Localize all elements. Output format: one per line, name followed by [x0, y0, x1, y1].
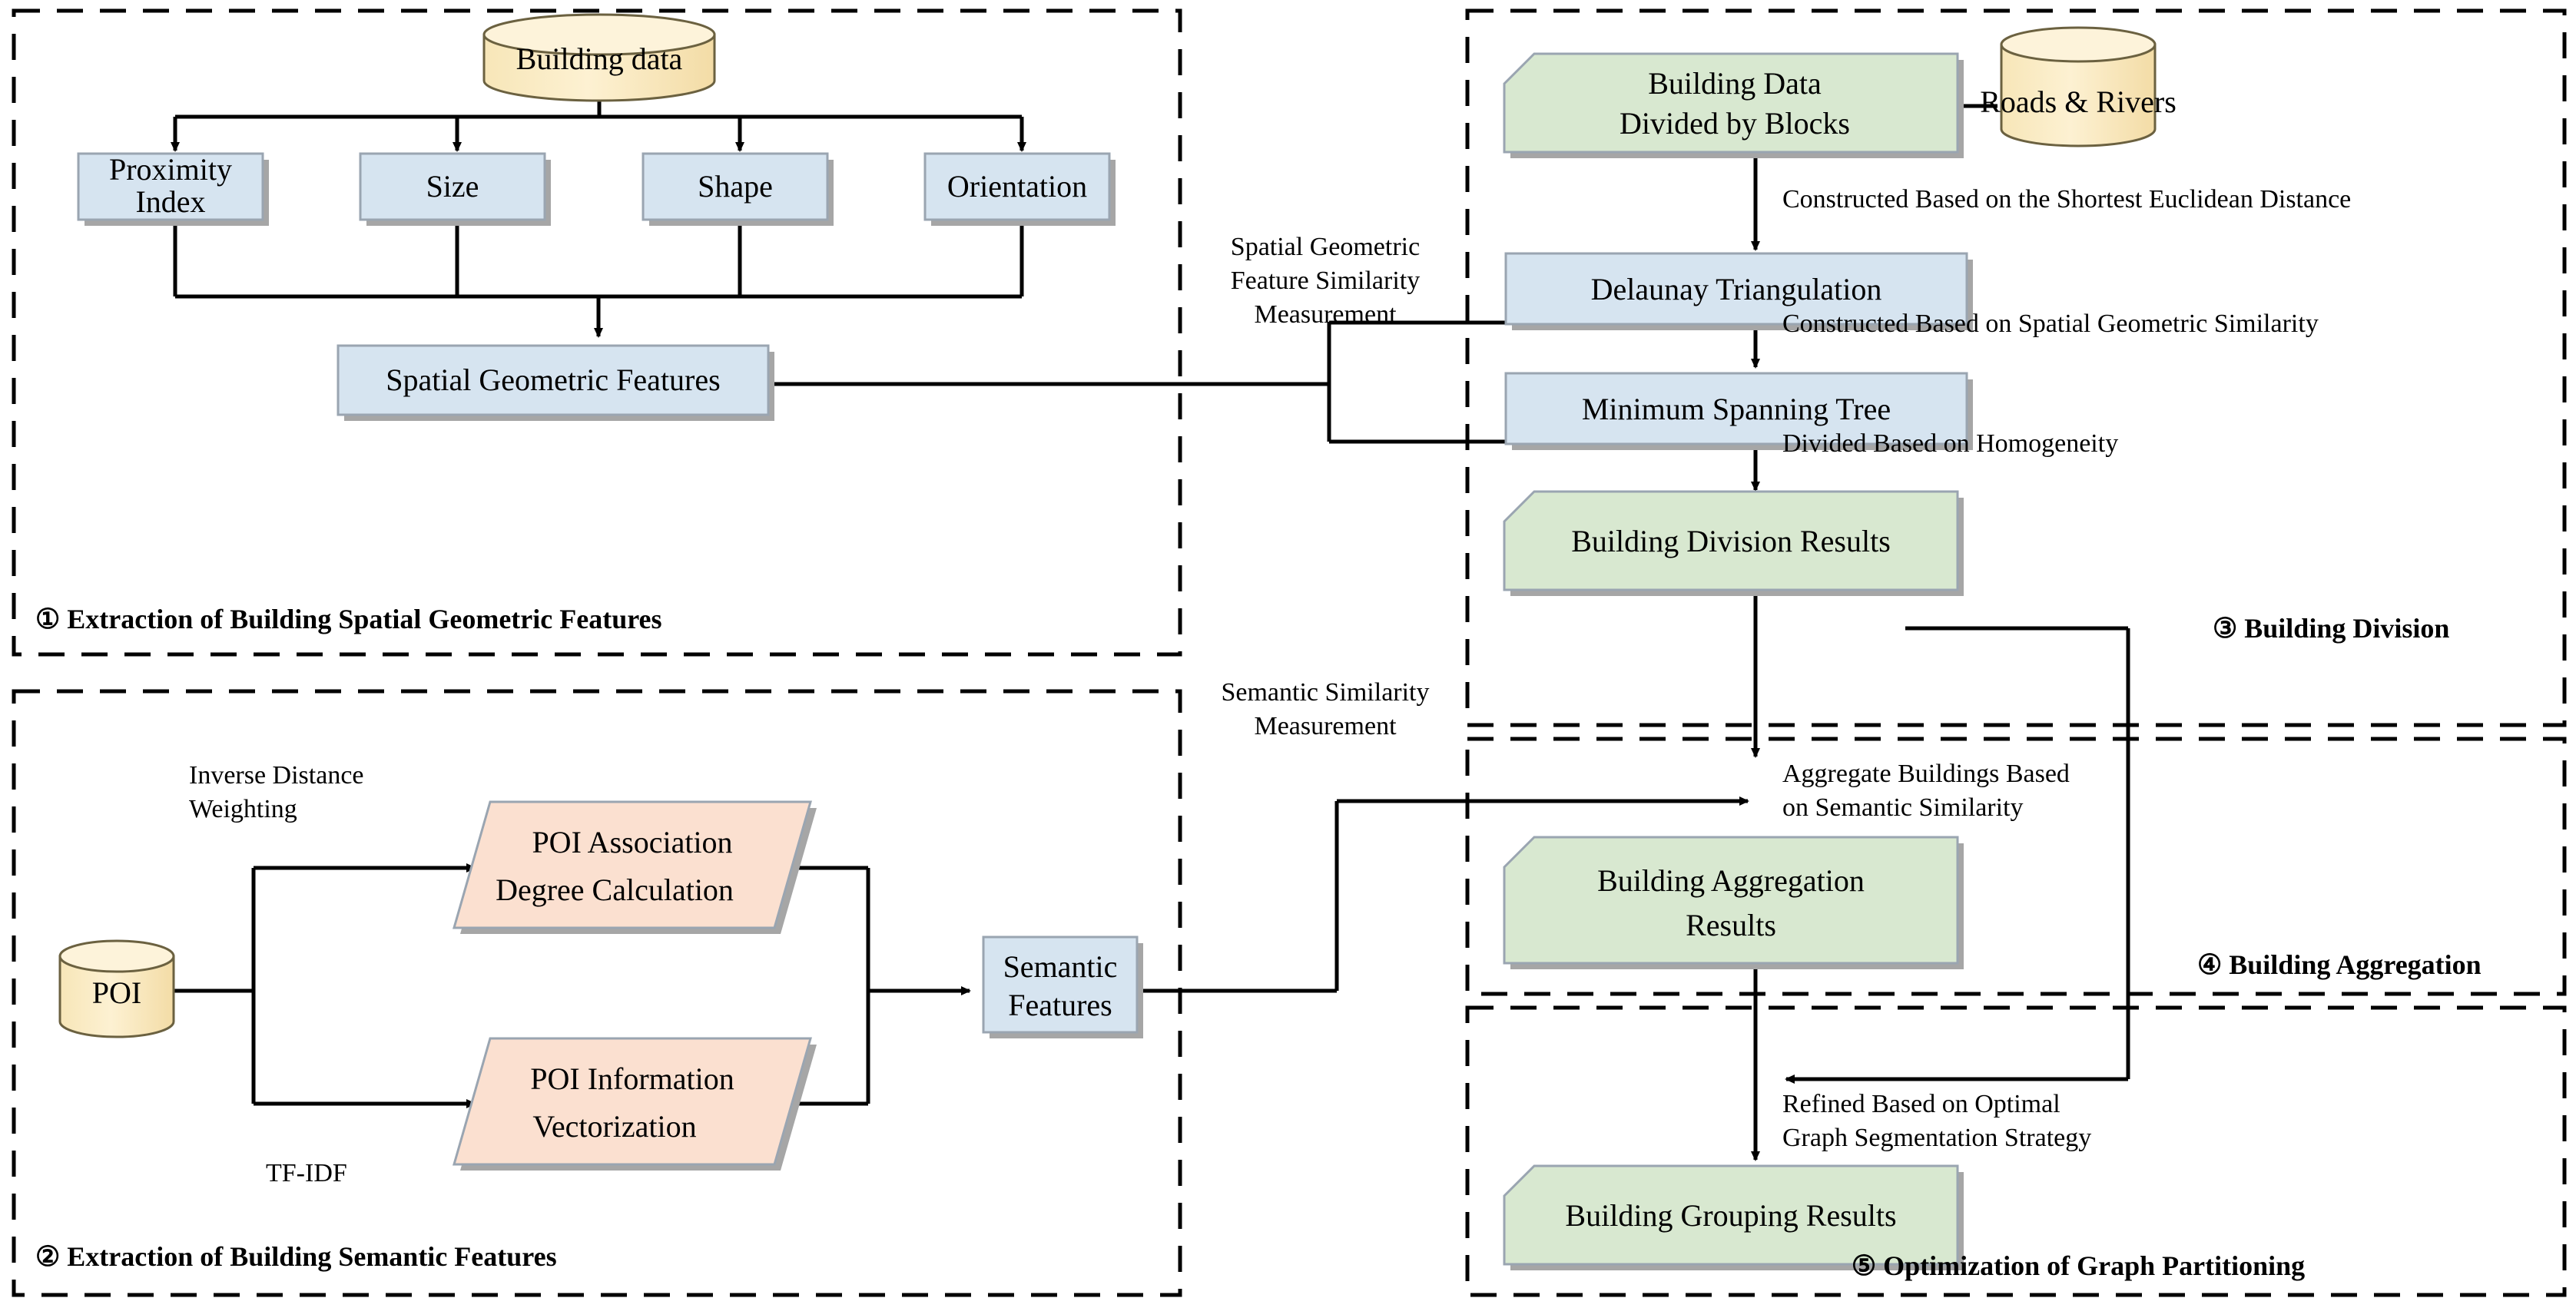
refined-label-line2: Graph Segmentation Strategy	[1782, 1124, 2091, 1152]
tfidf-label: TF-IDF	[266, 1159, 347, 1187]
poi-association-label-line2: Degree Calculation	[496, 873, 734, 907]
grouping-results-label: Building Grouping Results	[1565, 1198, 1896, 1233]
division-results-shape	[1503, 490, 1964, 596]
semantic-features-label-line2: Features	[1008, 988, 1112, 1022]
building-data-blocks-label-line1: Building Data	[1648, 66, 1822, 101]
panel-4-label: ④ Building Aggregation	[2197, 949, 2482, 980]
homogeneity-label: Divided Based on Homogeneity	[1782, 429, 2118, 458]
proximity-index-box	[77, 152, 269, 226]
delaunay-box	[1504, 252, 1973, 330]
orientation-label: Orientation	[947, 169, 1087, 204]
inverse-distance-label-line2: Weighting	[189, 795, 297, 823]
panel-2-label: ② Extraction of Building Semantic Featur…	[35, 1241, 557, 1272]
spatial-geometric-features-box	[337, 344, 774, 421]
panel-2-border	[12, 689, 1182, 1297]
panel-1-label: ① Extraction of Building Spatial Geometr…	[35, 604, 662, 634]
panel-5-border	[1465, 1005, 2567, 1297]
aggregate-label-line1: Aggregate Buildings Based	[1782, 760, 2070, 788]
aggregation-results-label-line1: Building Aggregation	[1597, 863, 1865, 898]
aggregate-label-line2: on Semantic Similarity	[1782, 793, 2024, 822]
division-results-label: Building Division Results	[1571, 524, 1891, 558]
delaunay-label: Delaunay Triangulation	[1591, 272, 1882, 306]
shape-label: Shape	[698, 169, 773, 204]
spatial-geometric-features-label: Spatial Geometric Features	[386, 363, 720, 397]
roads-rivers-label: Roads & Rivers	[1980, 84, 2177, 119]
size-label: Size	[426, 169, 479, 204]
semantic-similarity-label-line1: Semantic Similarity	[1221, 678, 1429, 707]
aggregation-results-shape	[1503, 836, 1964, 969]
spatial-similarity-label-line2: Feature Similarity	[1231, 267, 1420, 295]
shape-box	[642, 152, 834, 226]
building-data-blocks-label-line2: Divided by Blocks	[1620, 106, 1850, 141]
grouping-results-shape	[1503, 1164, 1964, 1270]
poi-label: POI	[92, 975, 141, 1010]
spatial-geom-sim-label: Constructed Based on Spatial Geometric S…	[1782, 310, 2319, 338]
poi-vectorization-label-line2: Vectorization	[532, 1109, 696, 1144]
panel-1-border	[12, 8, 1182, 657]
panel-5-label: ⑤ Optimization of Graph Partitioning	[1852, 1250, 2305, 1281]
building-data-label: Building data	[516, 41, 683, 76]
building-data-blocks-shape	[1503, 52, 1964, 158]
semantic-features-box	[982, 935, 1143, 1038]
mst-label: Minimum Spanning Tree	[1582, 392, 1891, 426]
proximity-index-label-line2: Index	[135, 184, 205, 219]
panel-4-border	[1465, 737, 2567, 996]
spatial-similarity-label-line1: Spatial Geometric	[1231, 233, 1420, 261]
building-data-cylinder	[482, 13, 716, 102]
aggregation-results-label-line2: Results	[1686, 908, 1776, 942]
poi-association-label-line1: POI Association	[532, 825, 732, 859]
poi-vectorization-parallelogram	[453, 1037, 817, 1171]
size-box	[359, 152, 551, 226]
proximity-index-label-line1: Proximity	[109, 152, 232, 187]
spatial-similarity-label-line3: Measurement	[1254, 300, 1397, 329]
roads-rivers-cylinder	[2000, 26, 2157, 147]
poi-cylinder	[58, 939, 175, 1038]
semantic-features-label-line1: Semantic	[1003, 949, 1118, 984]
panel-3-label: ③ Building Division	[2213, 613, 2449, 644]
inverse-distance-label-line1: Inverse Distance	[189, 761, 364, 790]
semantic-similarity-label-line2: Measurement	[1254, 712, 1397, 740]
poi-vectorization-label-line1: POI Information	[530, 1061, 734, 1096]
shortest-euclidean-label: Constructed Based on the Shortest Euclid…	[1782, 185, 2351, 214]
orientation-box	[923, 152, 1116, 226]
refined-label-line1: Refined Based on Optimal	[1782, 1090, 2060, 1118]
poi-association-parallelogram	[453, 800, 817, 934]
mst-box	[1504, 372, 1973, 450]
